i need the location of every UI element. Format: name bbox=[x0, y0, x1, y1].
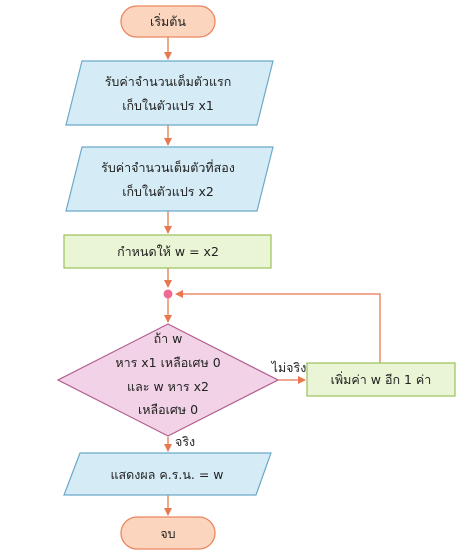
increment-w-box: เพิ่มค่า w อีก 1 ค่า bbox=[306, 362, 456, 397]
arrow-loop-back bbox=[175, 290, 381, 363]
increment-w-label: เพิ่มค่า w อีก 1 ค่า bbox=[331, 371, 432, 387]
input-x1-box: รับค่าจำนวนเต็มตัวแรก เก็บในตัวแปร x1 bbox=[65, 60, 274, 126]
end-label: จบ bbox=[160, 526, 175, 541]
input-x2-line1: รับค่าจำนวนเต็มตัวที่สอง bbox=[101, 159, 235, 175]
end-terminal: จบ bbox=[120, 516, 216, 550]
condition-line3: และ w หาร x2 bbox=[127, 379, 209, 394]
assign-w-box: กำหนดให้ w = x2 bbox=[63, 234, 272, 269]
flow-arrows bbox=[164, 37, 381, 516]
condition-line4: เหลือเศษ 0 bbox=[138, 402, 198, 417]
condition-diamond: ถ้า w หาร x1 เหลือเศษ 0 และ w หาร x2 เหล… bbox=[56, 323, 280, 437]
true-branch-label: จริง bbox=[175, 434, 195, 449]
input-x1-line2: เก็บในตัวแปร x1 bbox=[122, 98, 214, 113]
condition-line1: ถ้า w bbox=[154, 331, 183, 346]
output-label: แสดงผล ค.ร.น. = w bbox=[110, 467, 223, 482]
false-branch-label: ไม่จริง bbox=[271, 360, 307, 375]
condition-line2: หาร x1 เหลือเศษ 0 bbox=[115, 355, 220, 370]
assign-w-label: กำหนดให้ w = x2 bbox=[117, 244, 219, 259]
input-x2-line2: เก็บในตัวแปร x2 bbox=[122, 184, 214, 199]
output-box: แสดงผล ค.ร.น. = w bbox=[63, 452, 272, 496]
start-label: เริ่มต้น bbox=[150, 13, 186, 29]
loop-junction-dot bbox=[163, 289, 173, 299]
input-x2-box: รับค่าจำนวนเต็มตัวที่สอง เก็บในตัวแปร x2 bbox=[65, 146, 274, 212]
input-x1-line1: รับค่าจำนวนเต็มตัวแรก bbox=[105, 74, 232, 89]
start-terminal: เริ่มต้น bbox=[120, 5, 216, 38]
